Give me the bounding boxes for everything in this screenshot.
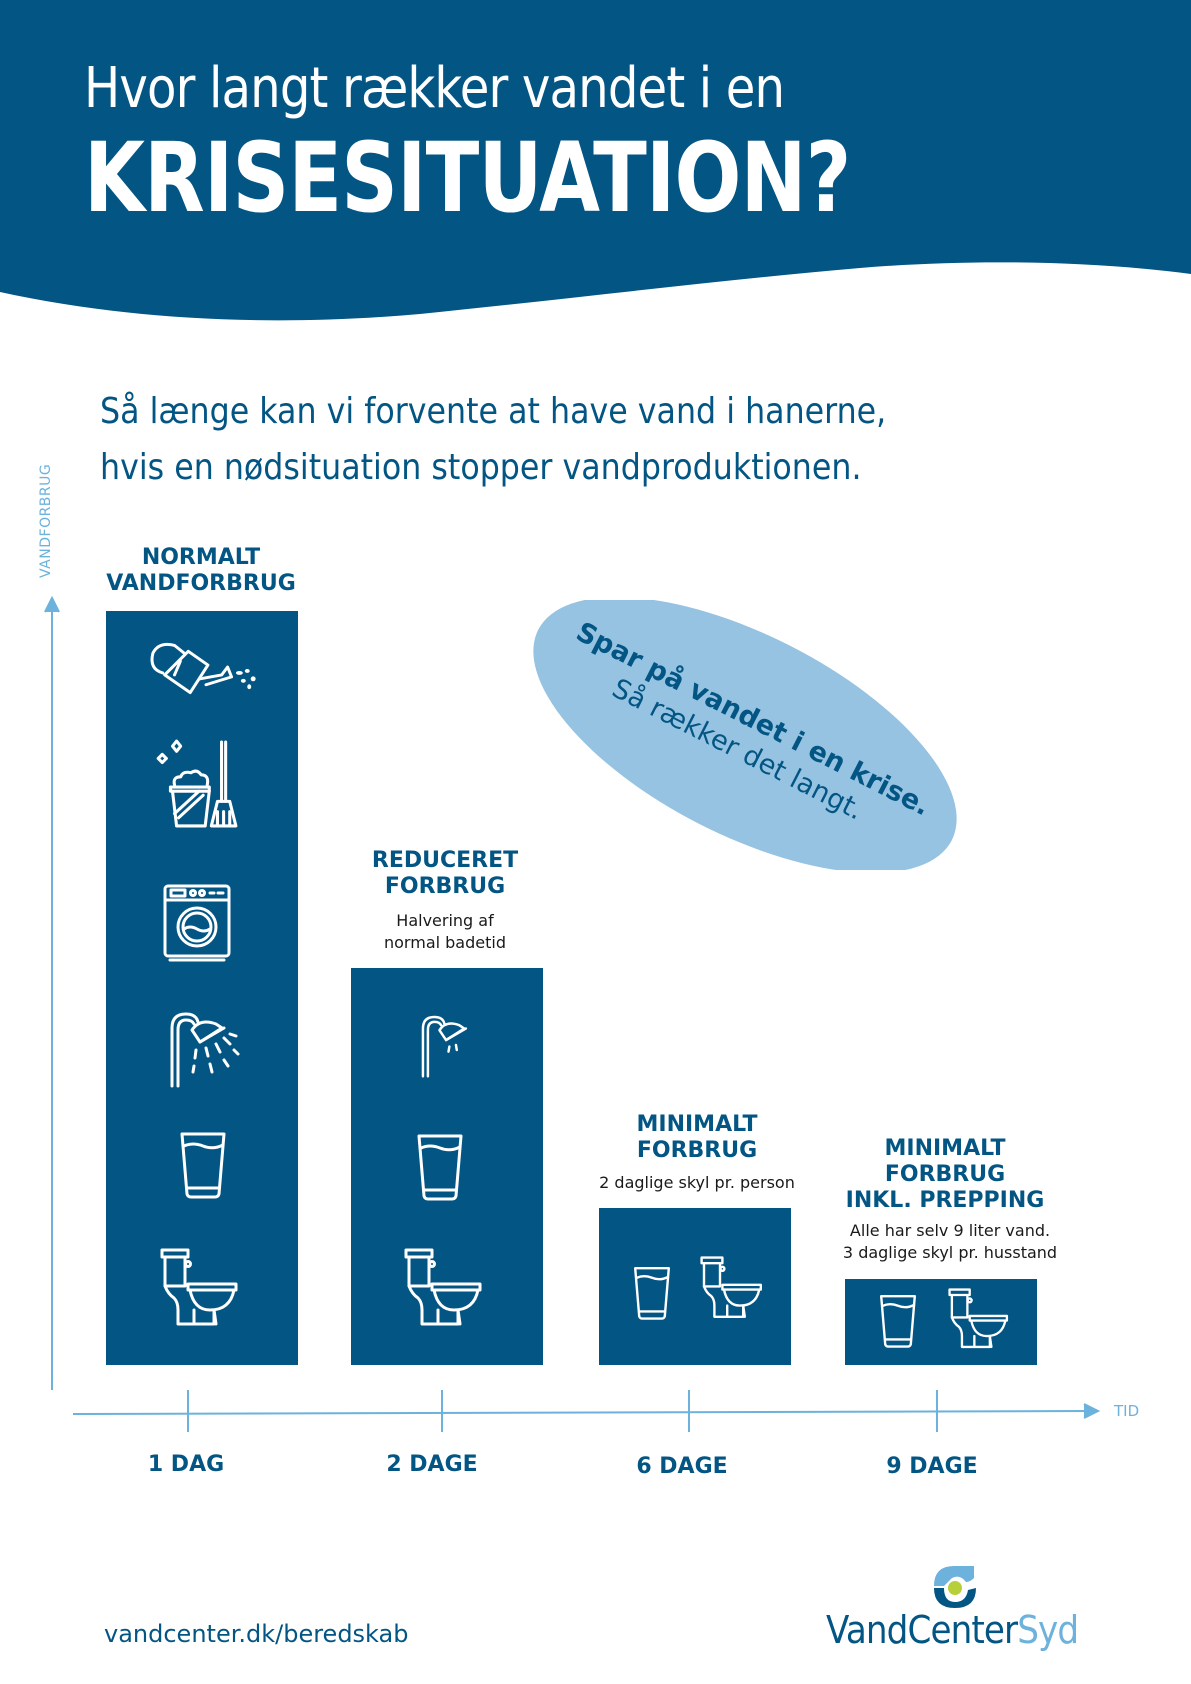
subtitle-line2: hvis en nødsituation stopper vandprodukt…: [100, 447, 862, 488]
watering-can-icon: [145, 638, 263, 700]
water-glass-icon: [632, 1265, 672, 1321]
category-note-minimal: 2 daglige skyl pr. person: [599, 1173, 795, 1192]
subtitle: Så længe kan vi forvente at have vand i …: [100, 384, 886, 496]
x-tick-label-4: 9 DAGE: [886, 1454, 978, 1479]
cleaning-bucket-icon: [150, 738, 242, 830]
header-background: [0, 0, 1191, 321]
toilet-icon: [404, 1248, 484, 1328]
washing-machine-icon: [162, 882, 232, 964]
shower-icon: [166, 1008, 246, 1088]
category-title-normal: NORMALT VANDFORBRUG: [106, 545, 296, 596]
subtitle-line1: Så længe kan vi forvente at have vand i …: [100, 391, 887, 432]
category-note-minimal-prepping: Alle har selv 9 liter vand. 3 daglige sk…: [842, 1221, 1058, 1262]
page-title-line1: Hvor langt rækker vandet i en: [84, 56, 785, 121]
x-tick-label-3: 6 DAGE: [636, 1454, 728, 1479]
x-tick-label-1: 1 DAG: [147, 1452, 225, 1477]
bar-reduced: [351, 968, 543, 1365]
toilet-icon: [948, 1288, 1010, 1350]
bar-minimal: [599, 1208, 791, 1365]
shower-icon: [418, 1010, 484, 1080]
water-glass-icon: [415, 1132, 465, 1202]
page-title-line2: KRISESITUATION?: [84, 122, 851, 234]
category-title-minimal: MINIMALT FORBRUG: [636, 1112, 758, 1163]
x-tick-label-2: 2 DAGE: [386, 1452, 478, 1477]
water-glass-icon: [178, 1130, 228, 1200]
vandcenter-logo-text: VandCenterSyd: [826, 1608, 1079, 1652]
x-axis-label: TID: [1114, 1402, 1140, 1420]
toilet-icon: [700, 1256, 764, 1320]
callout-bubble: Spar på vandet i en krise. Så rækker det…: [520, 600, 970, 870]
water-glass-icon: [878, 1293, 918, 1349]
y-axis-label: VANDFORBRUG: [38, 463, 54, 578]
toilet-icon: [160, 1248, 240, 1328]
footer-link[interactable]: vandcenter.dk/beredskab: [104, 1620, 409, 1648]
bar-normal: [106, 611, 298, 1365]
category-title-minimal-prepping: MINIMALT FORBRUG INKL. PREPPING: [845, 1136, 1045, 1213]
vandcenter-logo-icon: [930, 1560, 980, 1610]
category-title-reduced: REDUCERET FORBRUG: [371, 848, 519, 899]
category-note-reduced: Halvering af normal badetid: [384, 911, 506, 952]
